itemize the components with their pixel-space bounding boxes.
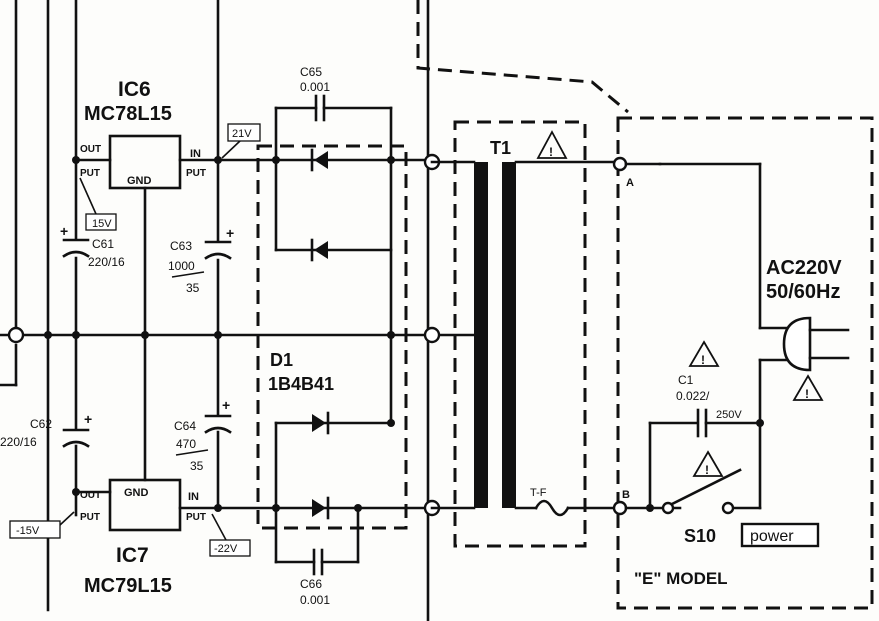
c61-val: 220/16 bbox=[88, 255, 125, 269]
c64-plus: + bbox=[222, 397, 230, 413]
ac-plug-icon bbox=[782, 316, 850, 372]
c64-plate-curved bbox=[204, 426, 232, 434]
junction bbox=[387, 419, 395, 427]
t1-winding-secondary bbox=[502, 162, 516, 508]
t1-outline bbox=[453, 120, 587, 548]
c63-plus: + bbox=[226, 225, 234, 241]
ic6-ref: IC6 bbox=[118, 78, 151, 101]
power-label-box bbox=[740, 522, 820, 548]
warning-mark-switch: ! bbox=[705, 463, 709, 477]
c1-volt: 250V bbox=[716, 409, 742, 421]
d1-part: 1B4B41 bbox=[268, 374, 334, 394]
t1-winding-primary bbox=[474, 162, 488, 508]
switch-contact-a bbox=[661, 501, 675, 515]
ic6-out-label2: PUT bbox=[80, 168, 100, 179]
v15-leader bbox=[79, 177, 97, 215]
c61-plate-curved bbox=[62, 250, 90, 258]
v15-tag: 15V bbox=[92, 218, 112, 230]
leader-dashed-line bbox=[416, 0, 629, 114]
v21-tag: 21V bbox=[232, 128, 252, 140]
c61-ref: C61 bbox=[92, 237, 114, 251]
ic7-in-label: IN bbox=[188, 491, 199, 503]
c63-divider bbox=[171, 271, 205, 278]
c64-divider bbox=[175, 449, 209, 456]
model-label: "E" MODEL bbox=[634, 569, 728, 588]
switch-ref: S10 bbox=[684, 526, 716, 546]
vm22-leader bbox=[211, 513, 227, 541]
vm15-tag: -15V bbox=[16, 525, 40, 537]
ic6-in-label: IN bbox=[190, 148, 201, 160]
warning-icon-c1 bbox=[688, 340, 720, 367]
ic7-out-label2: PUT bbox=[80, 512, 100, 523]
vm15-tag-box bbox=[9, 520, 61, 539]
c1-ref: C1 bbox=[678, 373, 694, 387]
c66-val: 0.001 bbox=[300, 593, 330, 607]
v15-tag-box bbox=[85, 213, 117, 231]
warning-icon-t1 bbox=[536, 130, 568, 159]
ic6-body bbox=[108, 134, 182, 190]
c63-val1: 1000 bbox=[168, 259, 195, 273]
c63-ref: C63 bbox=[170, 239, 192, 253]
warning-mark-c1: ! bbox=[701, 353, 705, 367]
power-switch-arm bbox=[670, 468, 742, 506]
terminal-b-label: B bbox=[622, 489, 630, 501]
ac-frequency-label: 50/60Hz bbox=[766, 281, 841, 303]
ic7-ref: IC7 bbox=[116, 544, 149, 567]
c63-val2: 35 bbox=[186, 281, 200, 295]
terminal-a-node bbox=[612, 156, 628, 172]
connector-node-mid bbox=[423, 326, 441, 344]
c64-val2: 35 bbox=[190, 459, 204, 473]
warning-mark-t1: ! bbox=[549, 145, 553, 159]
warning-icon-switch bbox=[692, 450, 724, 477]
ic7-body bbox=[108, 478, 182, 532]
c65-ref: C65 bbox=[300, 65, 322, 79]
ic6-in-label2: PUT bbox=[186, 168, 206, 179]
c65-val: 0.001 bbox=[300, 80, 330, 94]
vm15-leader bbox=[59, 511, 75, 526]
warning-icon-plug bbox=[792, 374, 824, 401]
d1-bridge-outline bbox=[256, 144, 408, 530]
power-label: power bbox=[750, 528, 794, 545]
vm22-tag-box bbox=[209, 539, 251, 557]
warning-mark-plug: ! bbox=[805, 387, 809, 401]
fuse-label: T-F bbox=[530, 487, 547, 499]
diode-top bbox=[310, 148, 328, 172]
diode-bottom bbox=[312, 496, 330, 520]
c62-val: 220/16 bbox=[0, 435, 37, 449]
c63-plate-curved bbox=[204, 252, 232, 260]
ic7-gnd-label: GND bbox=[124, 487, 149, 499]
terminal-a-label: A bbox=[626, 177, 634, 189]
ic6-part: MC78L15 bbox=[84, 103, 172, 125]
vm22-tag: -22V bbox=[214, 543, 238, 555]
fuse-symbol bbox=[534, 499, 570, 517]
ic6-gnd-label: GND bbox=[127, 175, 152, 187]
ground-node-left bbox=[7, 326, 25, 344]
c1-val: 0.022/ bbox=[676, 389, 710, 403]
c62-plate-curved bbox=[62, 440, 90, 448]
switch-contact-b bbox=[721, 501, 735, 515]
c66-ref: C66 bbox=[300, 577, 322, 591]
d1-ref: D1 bbox=[270, 350, 293, 370]
e-model-outline bbox=[616, 116, 874, 610]
c62-plus: + bbox=[84, 411, 92, 427]
ic7-in-label2: PUT bbox=[186, 512, 206, 523]
c64-ref: C64 bbox=[174, 419, 196, 433]
ic7-out-label: OUT bbox=[80, 490, 101, 501]
ic7-part: MC79L15 bbox=[84, 575, 172, 597]
terminal-b-node bbox=[612, 500, 628, 516]
diode-mid bbox=[310, 238, 328, 262]
ic6-out-label: OUT bbox=[80, 144, 101, 155]
ac-voltage-label: AC220V bbox=[766, 257, 842, 279]
v21-leader bbox=[221, 140, 241, 159]
t1-ref: T1 bbox=[490, 138, 511, 158]
diode-low bbox=[312, 411, 330, 435]
v21-tag-box bbox=[227, 123, 261, 142]
c62-ref: C62 bbox=[30, 417, 52, 431]
c61-plus: + bbox=[60, 223, 68, 239]
c64-val1: 470 bbox=[176, 437, 196, 451]
